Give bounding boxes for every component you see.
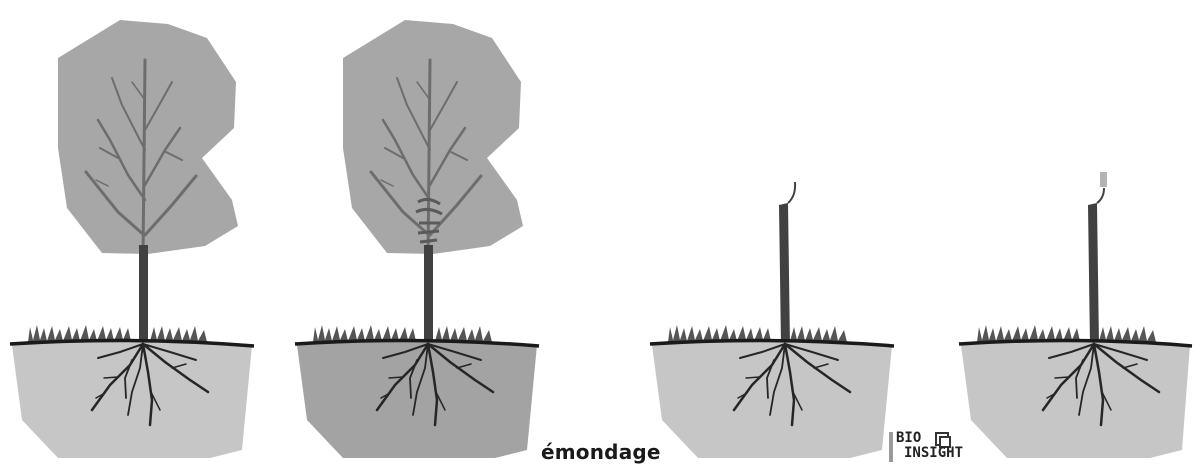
bud-4 — [1100, 172, 1107, 187]
tree-1-full-canopy — [58, 20, 238, 347]
ground-2 — [295, 325, 539, 458]
canopy-1 — [58, 20, 238, 254]
trunk-2 — [424, 245, 433, 347]
soil-1 — [12, 342, 252, 459]
ground-3 — [650, 325, 894, 458]
trunk-4 — [1088, 203, 1099, 346]
canopy-2 — [343, 20, 523, 254]
cut-tip-3 — [788, 182, 795, 203]
logo-bar — [889, 432, 893, 462]
soil-2 — [297, 342, 537, 459]
trunk-3 — [779, 203, 790, 346]
logo-line-1: BIO — [896, 430, 921, 446]
caption-label: émondage — [541, 440, 661, 464]
tree-2-marked-canopy — [343, 20, 523, 347]
tree-4-pruned-bud — [1088, 172, 1107, 346]
ground-1 — [10, 325, 254, 458]
bio-insight-logo: BIO INSIGHT — [889, 430, 979, 464]
ground-4 — [959, 325, 1192, 458]
soil-4 — [961, 342, 1190, 459]
cut-tip-4 — [1097, 188, 1104, 203]
logo-line-2: INSIGHT — [904, 445, 963, 461]
tree-3-pruned — [779, 182, 795, 346]
trunk-1 — [139, 245, 148, 347]
